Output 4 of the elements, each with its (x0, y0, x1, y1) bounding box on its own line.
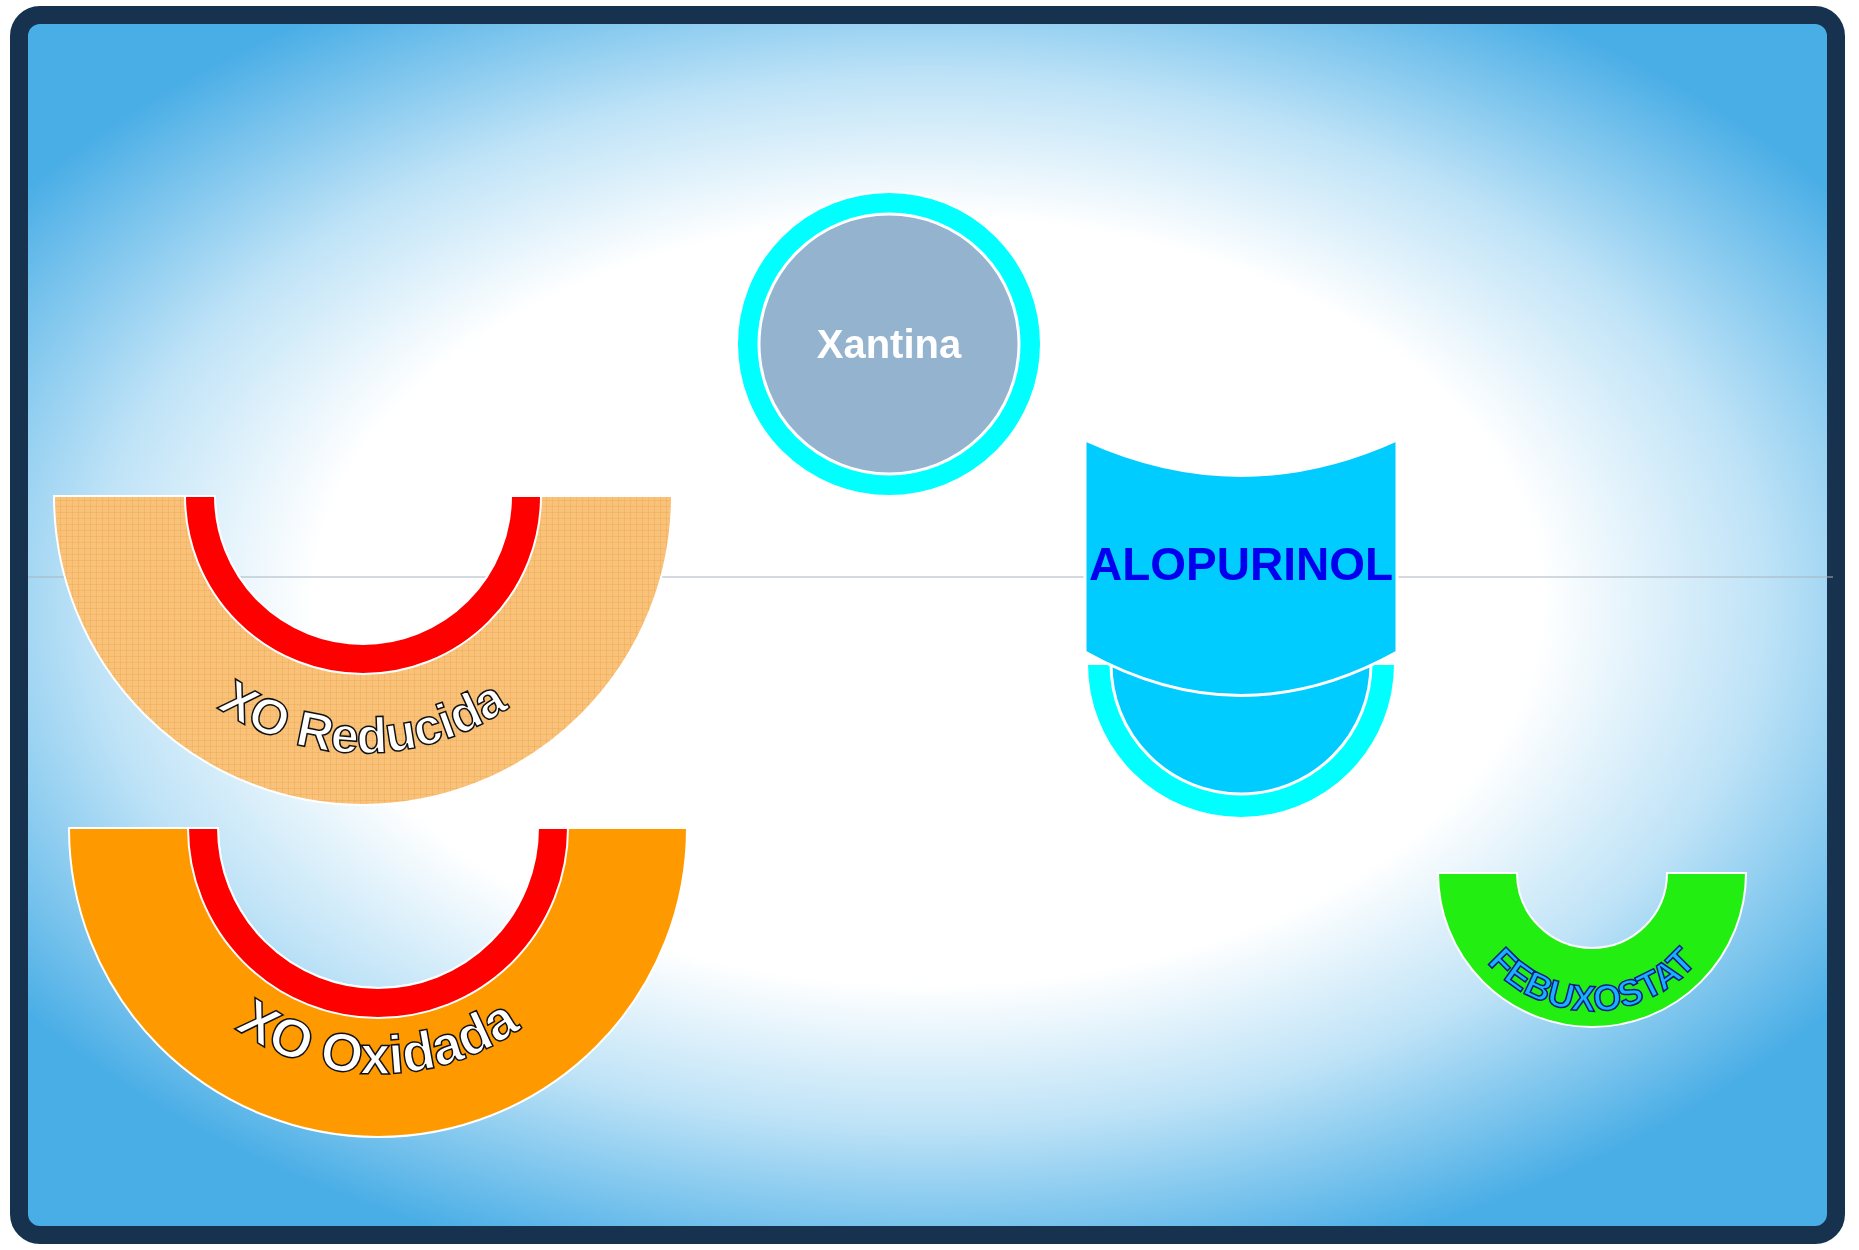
curved-label: XO Reducida (210, 669, 516, 765)
node-label: ALOPURINOL (1087, 539, 1395, 589)
curved-label: XO Oxidada (228, 986, 528, 1086)
node-label: Xantina (815, 322, 963, 366)
